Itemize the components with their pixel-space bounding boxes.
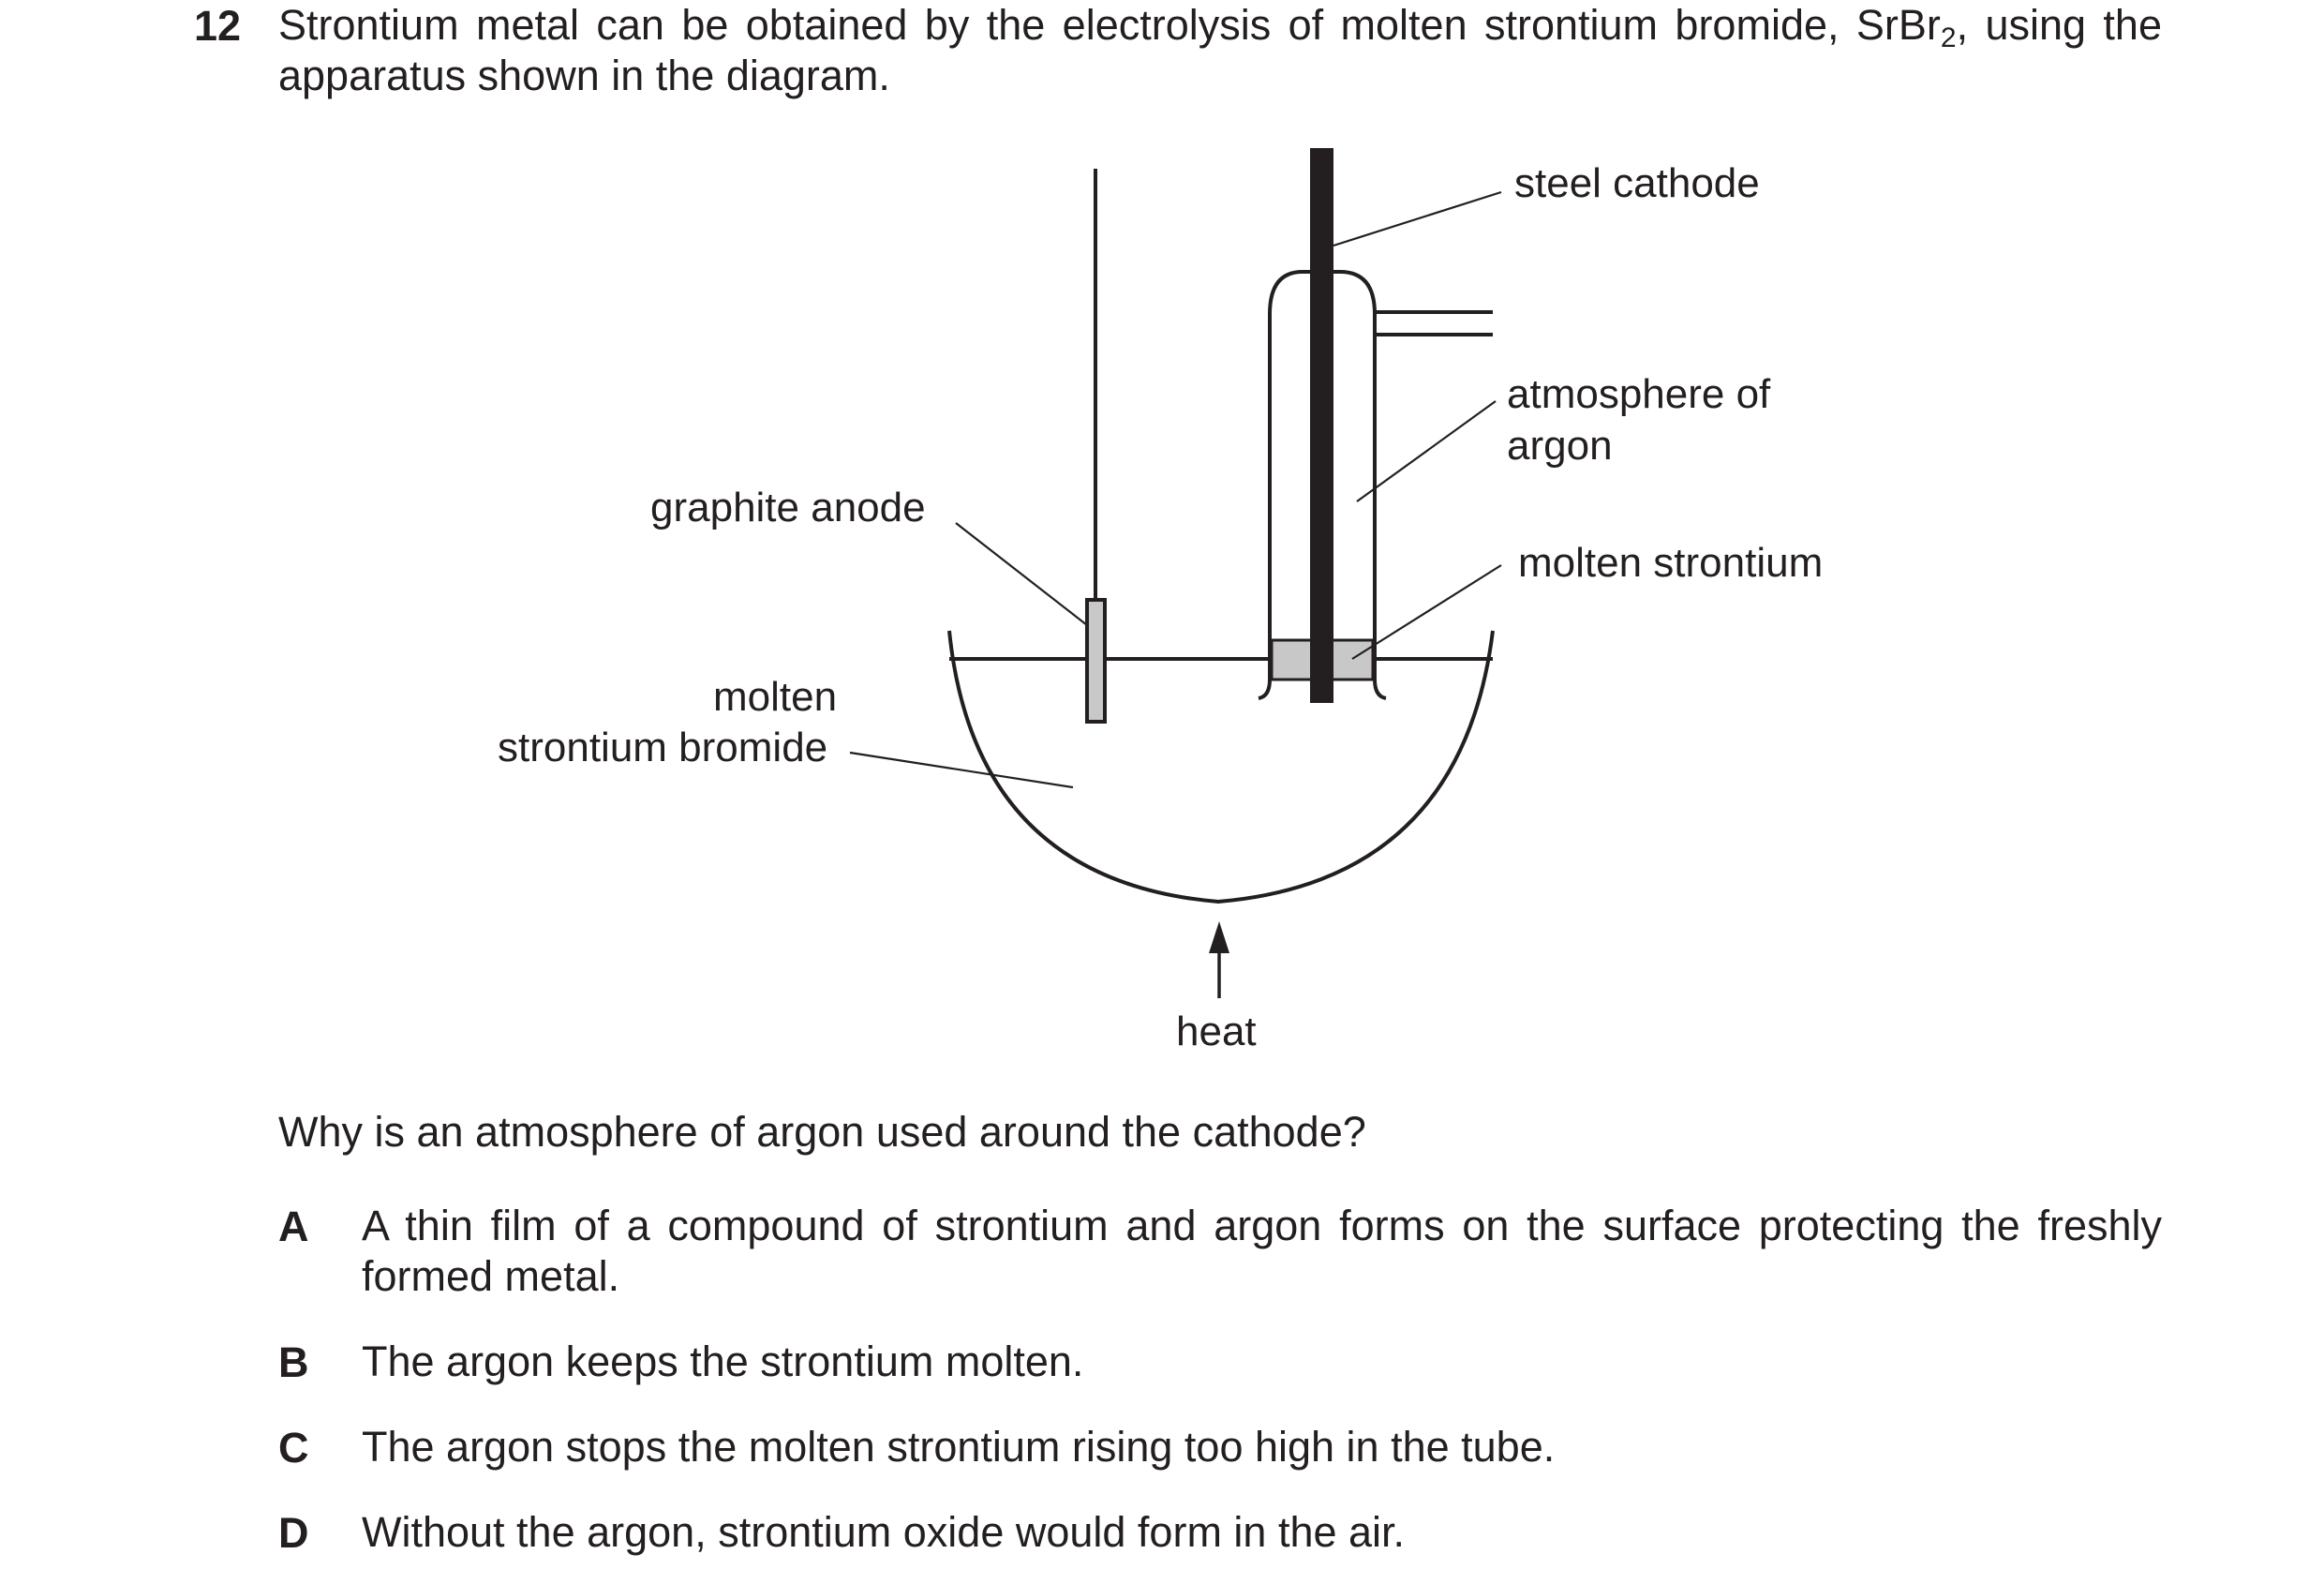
leader-molten-strontium <box>1351 564 1502 660</box>
stem-text-end: , using the apparatus shown in the diagr… <box>278 1 2162 99</box>
option-b-text: The argon keeps the strontium molten. <box>362 1337 1084 1385</box>
electrolysis-bowl <box>947 630 1495 904</box>
leader-molten-bromide <box>849 751 1074 789</box>
label-heat: heat <box>1176 1009 1257 1054</box>
question-number: 12 <box>194 2 242 50</box>
stem-text-start: Strontium metal can be obtained by the e… <box>278 1 1941 49</box>
option-a-letter: A <box>278 1203 309 1250</box>
graphite-anode <box>1085 598 1107 724</box>
label-molten-strontium: molten strontium <box>1518 540 1824 586</box>
tube-lip-right <box>1373 679 1387 700</box>
steel-cathode <box>1310 148 1333 703</box>
label-atmosphere-of-argon-line1: atmosphere of <box>1507 371 1771 417</box>
question-prompt: Why is an atmosphere of argon used aroun… <box>278 1108 1366 1156</box>
option-c-letter: C <box>278 1424 309 1472</box>
option-d-text: Without the argon, strontium oxide would… <box>362 1508 1406 1556</box>
tube-lip-left <box>1258 679 1272 700</box>
label-molten-bromide-line1: molten <box>713 674 838 720</box>
label-atmosphere-of-argon-line2: argon <box>1507 423 1613 469</box>
heat-arrow-head <box>1209 921 1229 953</box>
option-b-letter: B <box>278 1338 309 1386</box>
leader-atmosphere-argon <box>1356 400 1497 502</box>
stem-subscript: 2 <box>1940 22 1957 53</box>
option-c-text: The argon stops the molten strontium ris… <box>362 1423 1556 1471</box>
label-steel-cathode: steel cathode <box>1514 160 1760 206</box>
option-d-letter: D <box>278 1509 309 1557</box>
question-stem: Strontium metal can be obtained by the e… <box>278 0 2162 101</box>
label-graphite-anode: graphite anode <box>650 485 926 530</box>
leader-steel-cathode <box>1333 190 1502 247</box>
label-molten-bromide-line2: strontium bromide <box>498 725 828 770</box>
option-a-text: A thin film of a compound of strontium a… <box>362 1202 2162 1300</box>
leader-graphite-anode <box>955 522 1088 626</box>
